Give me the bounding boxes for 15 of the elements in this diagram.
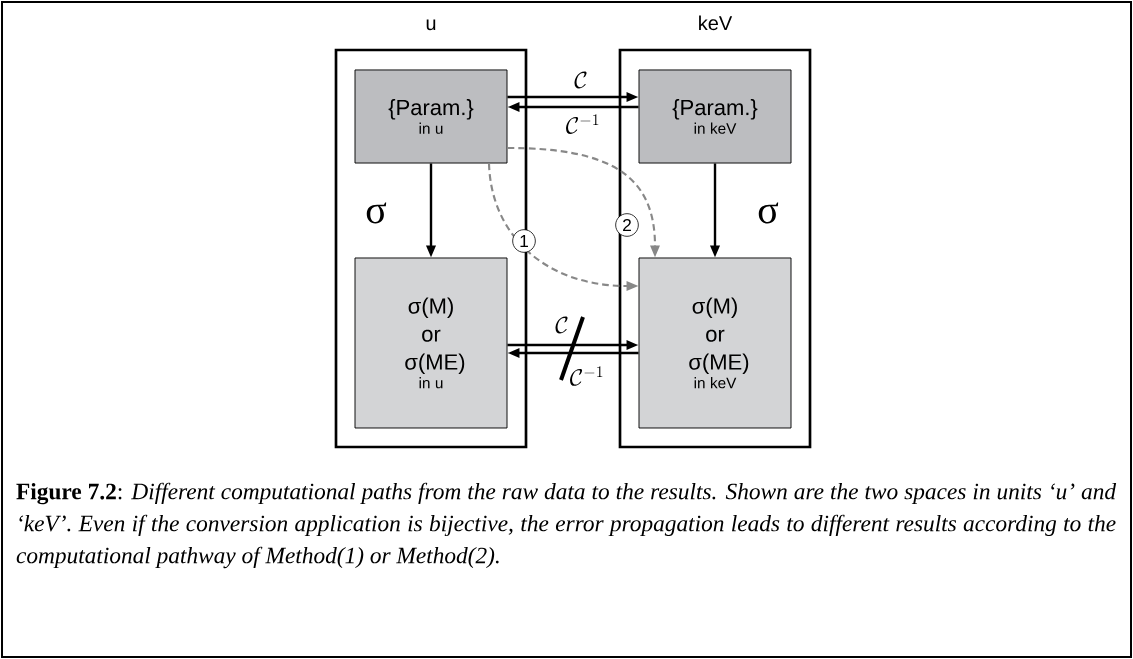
edge-label: σ [363, 201, 389, 225]
figure-caption: Figure 7.2: Different computational paths from the raw data to the results. Shown are the two spaces in units ‘u’ and ‘keV’. Even if the conversion application is bijective, the error propagation leads to different results according to the computational pathway of Method(1) or Method(2). [16, 482, 1117, 569]
circled-number: 1 [512, 229, 536, 253]
edge-label: $\mathcal{C}$ [572, 70, 590, 90]
edge-label: $\mathcal{C}$ [553, 315, 571, 335]
result-box: σ(M) or σ(ME) in u [354, 257, 508, 429]
node-label: u [426, 19, 436, 31]
edge-label: σ [755, 201, 781, 225]
edge-label: $\mathcal{C}^{-1}$ [568, 365, 606, 387]
parameter-box: {Param.} in keV [638, 69, 792, 164]
result-box: σ(M) or σ(ME) in keV [638, 257, 792, 429]
parameter-box: {Param.} in u [354, 69, 508, 164]
node-label: keV [699, 15, 733, 31]
edge-label: $\mathcal{C}^{-1}$ [564, 113, 602, 135]
circled-number: 2 [615, 213, 639, 237]
